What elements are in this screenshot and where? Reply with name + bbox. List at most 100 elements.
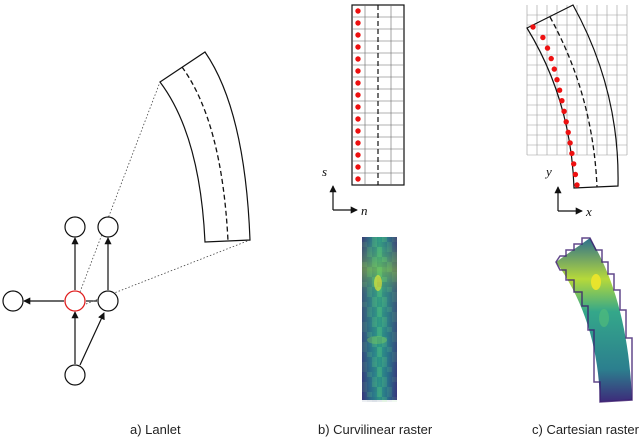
sample-point [355,68,361,74]
cartesian-lane-outline [526,4,619,189]
raster-pixel [367,262,372,267]
raster-pixel [372,367,377,372]
lanelet-centerline [181,66,229,242]
raster-pixel [372,277,377,282]
raster-pixel [377,292,382,297]
raster-pixel [372,347,377,352]
raster-pixel [367,397,372,402]
sample-point [355,164,361,170]
raster-pixel [372,372,377,377]
raster-pixel [362,267,367,272]
raster-pixel [377,242,382,247]
raster-pixel [392,397,397,402]
raster-pixel [372,387,377,392]
raster-pixel [387,362,392,367]
raster-pixel [382,312,387,317]
sample-point [561,108,567,115]
raster-pixel [362,362,367,367]
caption-panel-a: a) Lanlet [130,422,181,437]
raster-pixel [377,267,382,272]
raster-pixel [362,337,367,342]
raster-pixel [367,302,372,307]
raster-pixel [392,377,397,382]
raster-pixel [372,267,377,272]
raster-pixel [382,357,387,362]
raster-pixel [392,287,397,292]
raster-pixel [392,292,397,297]
raster-pixel [377,307,382,312]
raster-pixel [372,397,377,402]
raster-pixel [387,302,392,307]
raster-pixel [392,372,397,377]
raster-pixel [377,252,382,257]
raster-pixel [392,277,397,282]
raster-pixel [392,237,397,242]
raster-pixel [362,342,367,347]
sample-point [355,32,361,38]
raster-pixel [377,327,382,332]
raster-pixel [362,392,367,397]
raster-pixel [377,367,382,372]
raster-pixel [362,322,367,327]
raster-pixel [387,262,392,267]
raster-pixel [362,382,367,387]
raster-pixel [377,317,382,322]
raster-pixel [377,257,382,262]
raster-pixel [387,282,392,287]
raster-pixel [362,247,367,252]
raster-pixel [392,272,397,277]
raster-pixel [367,357,372,362]
raster-pixel [387,252,392,257]
raster-pixel [362,347,367,352]
raster-pixel [387,392,392,397]
sample-point [556,87,563,93]
raster-pixel [367,317,372,322]
raster-pixel [382,257,387,262]
raster-pixel [377,372,382,377]
raster-pixel [377,387,382,392]
raster-pixel [392,317,397,322]
raster-pixel [387,327,392,332]
raster-pixel [372,242,377,247]
raster-pixel [382,247,387,252]
raster-pixel [392,257,397,262]
raster-pixel [392,242,397,247]
graph-node [64,216,86,238]
raster-pixel [362,332,367,337]
sample-point [559,98,565,104]
raster-pixel [362,277,367,282]
raster-pixel [382,377,387,382]
raster-pixel [387,367,392,372]
raster-pixel [377,312,382,317]
raster-pixel [377,277,382,282]
raster-pixel [392,367,397,372]
sample-point [574,182,580,188]
graph-node [97,216,119,238]
raster-pixel [392,332,397,337]
raster-pixel [362,282,367,287]
raster-pixel [382,297,387,302]
raster-pixel [377,247,382,252]
raster-pixel [387,277,392,282]
raster-pixel [377,362,382,367]
raster-pixel [362,312,367,317]
cartesian-axes: y x [544,164,592,219]
raster-pixel [367,237,372,242]
raster-pixel [362,272,367,277]
raster-pixel [367,252,372,257]
panel-b-curvilinear-grid [351,4,405,186]
raster-pixel [387,287,392,292]
raster-pixel [372,282,377,287]
raster-pixel [382,252,387,257]
sample-point [554,77,560,83]
raster-pixel [382,287,387,292]
raster-pixel [382,342,387,347]
raster-pixel [387,382,392,387]
raster-pixel [392,312,397,317]
raster-pixel [387,337,392,342]
raster-pixel [392,282,397,287]
raster-pixel [372,302,377,307]
raster-pixel [367,287,372,292]
raster-pixel [372,337,377,342]
